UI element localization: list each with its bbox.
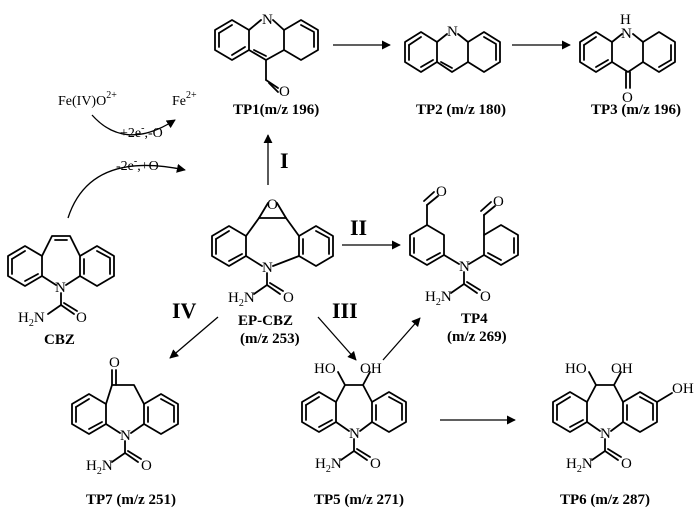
tp5-oxygen: O [370, 456, 381, 472]
tp1-oxygen: O [279, 84, 290, 100]
label-tp5: TP5 (m/z 271) [314, 492, 404, 508]
epcbz-amine: H2N [228, 290, 255, 309]
tp4-amine: H2N [425, 289, 452, 308]
tp1-nitrogen: N [262, 12, 273, 28]
label-tp6: TP6 (m/z 287) [560, 492, 650, 508]
label-tp2: TP2 (m/z 180) [416, 102, 506, 118]
tp5-hydroxyl-right: OH [360, 361, 382, 377]
tp6-nitrogen: N [600, 426, 611, 442]
tp3-nh-h: H [620, 12, 631, 28]
fe2-label: Fe2+ [172, 90, 197, 109]
label-tp4-name: TP4 [461, 311, 488, 327]
tp6-oxygen: O [621, 456, 632, 472]
tp7-oxygen: O [141, 458, 152, 474]
label-tp4-mz: (m/z 269) [447, 329, 507, 345]
tp5-hydroxyl-left: HO [314, 361, 336, 377]
label-cbz: CBZ [44, 332, 75, 348]
label-tp3: TP3 (m/z 196) [591, 102, 681, 118]
structure-tp6: HO OH OH N O H2N [552, 361, 694, 475]
arrow-pathway-III [317, 316, 357, 361]
cbz-nitrogen: N [55, 280, 66, 296]
oxidation-label: -2e-,+O [116, 156, 159, 174]
pathway-II-label: II [350, 215, 367, 240]
label-epcbz-mz: (m/z 253) [240, 331, 300, 347]
iron-catalytic-cycle: Fe(IV)O2+ Fe2+ +2e-,-O -2e-,+O [58, 90, 197, 219]
tp3-nitrogen: N [621, 26, 632, 42]
structure-tp4: O O N O H2N [409, 184, 519, 308]
label-tp7: TP7 (m/z 251) [86, 492, 176, 508]
structure-tp1: N O [214, 12, 319, 100]
arrow-pathway-IV [169, 316, 219, 359]
fe4-label: Fe(IV)O2+ [58, 90, 117, 109]
structure-epcbz: O N O H2N [211, 197, 334, 309]
structure-tp5: HO OH N O H2N [301, 361, 407, 475]
tp7-keto-oxygen: O [109, 355, 120, 371]
arrow-tp5-tp4 [382, 317, 421, 361]
tp7-nitrogen: N [120, 428, 131, 444]
tp7-amine: H2N [86, 458, 113, 477]
tp6-hydroxyl-ring: OH [672, 381, 694, 397]
tp4-oxygen: O [480, 289, 491, 305]
structure-tp3: H N O [579, 12, 676, 106]
cbz-amine: H2N [18, 310, 45, 329]
label-tp1: TP1(m/z 196) [233, 102, 319, 118]
label-epcbz-name: EP-CBZ [238, 313, 293, 329]
tp4-oxygen-right: O [493, 194, 504, 210]
reduction-arrow [91, 114, 176, 136]
tp6-amine: H2N [566, 456, 593, 475]
tp3-oxygen: O [622, 90, 633, 106]
tp2-nitrogen: N [447, 24, 458, 40]
pathway-IV-label: IV [172, 298, 197, 323]
pathway-I-label: I [280, 148, 289, 173]
epcbz-oxygen: O [283, 290, 294, 306]
epcbz-nitrogen: N [262, 260, 273, 276]
tp6-hydroxyl-left: HO [565, 361, 587, 377]
tp5-nitrogen: N [349, 426, 360, 442]
oxidation-arrow [67, 163, 186, 219]
tp4-nitrogen: N [459, 259, 470, 275]
reduction-label: +2e-,-O [120, 123, 163, 141]
tp6-hydroxyl-right: OH [611, 361, 633, 377]
pathway-III-label: III [332, 298, 358, 323]
epcbz-epoxide-oxygen: O [267, 197, 278, 213]
tp5-amine: H2N [315, 456, 342, 475]
tp4-oxygen-left: O [436, 184, 447, 200]
structure-tp2: N [404, 24, 501, 73]
cbz-oxygen: O [76, 310, 87, 326]
structure-cbz: N O H2N [7, 235, 115, 329]
structure-tp7: O N O H2N [71, 355, 179, 477]
